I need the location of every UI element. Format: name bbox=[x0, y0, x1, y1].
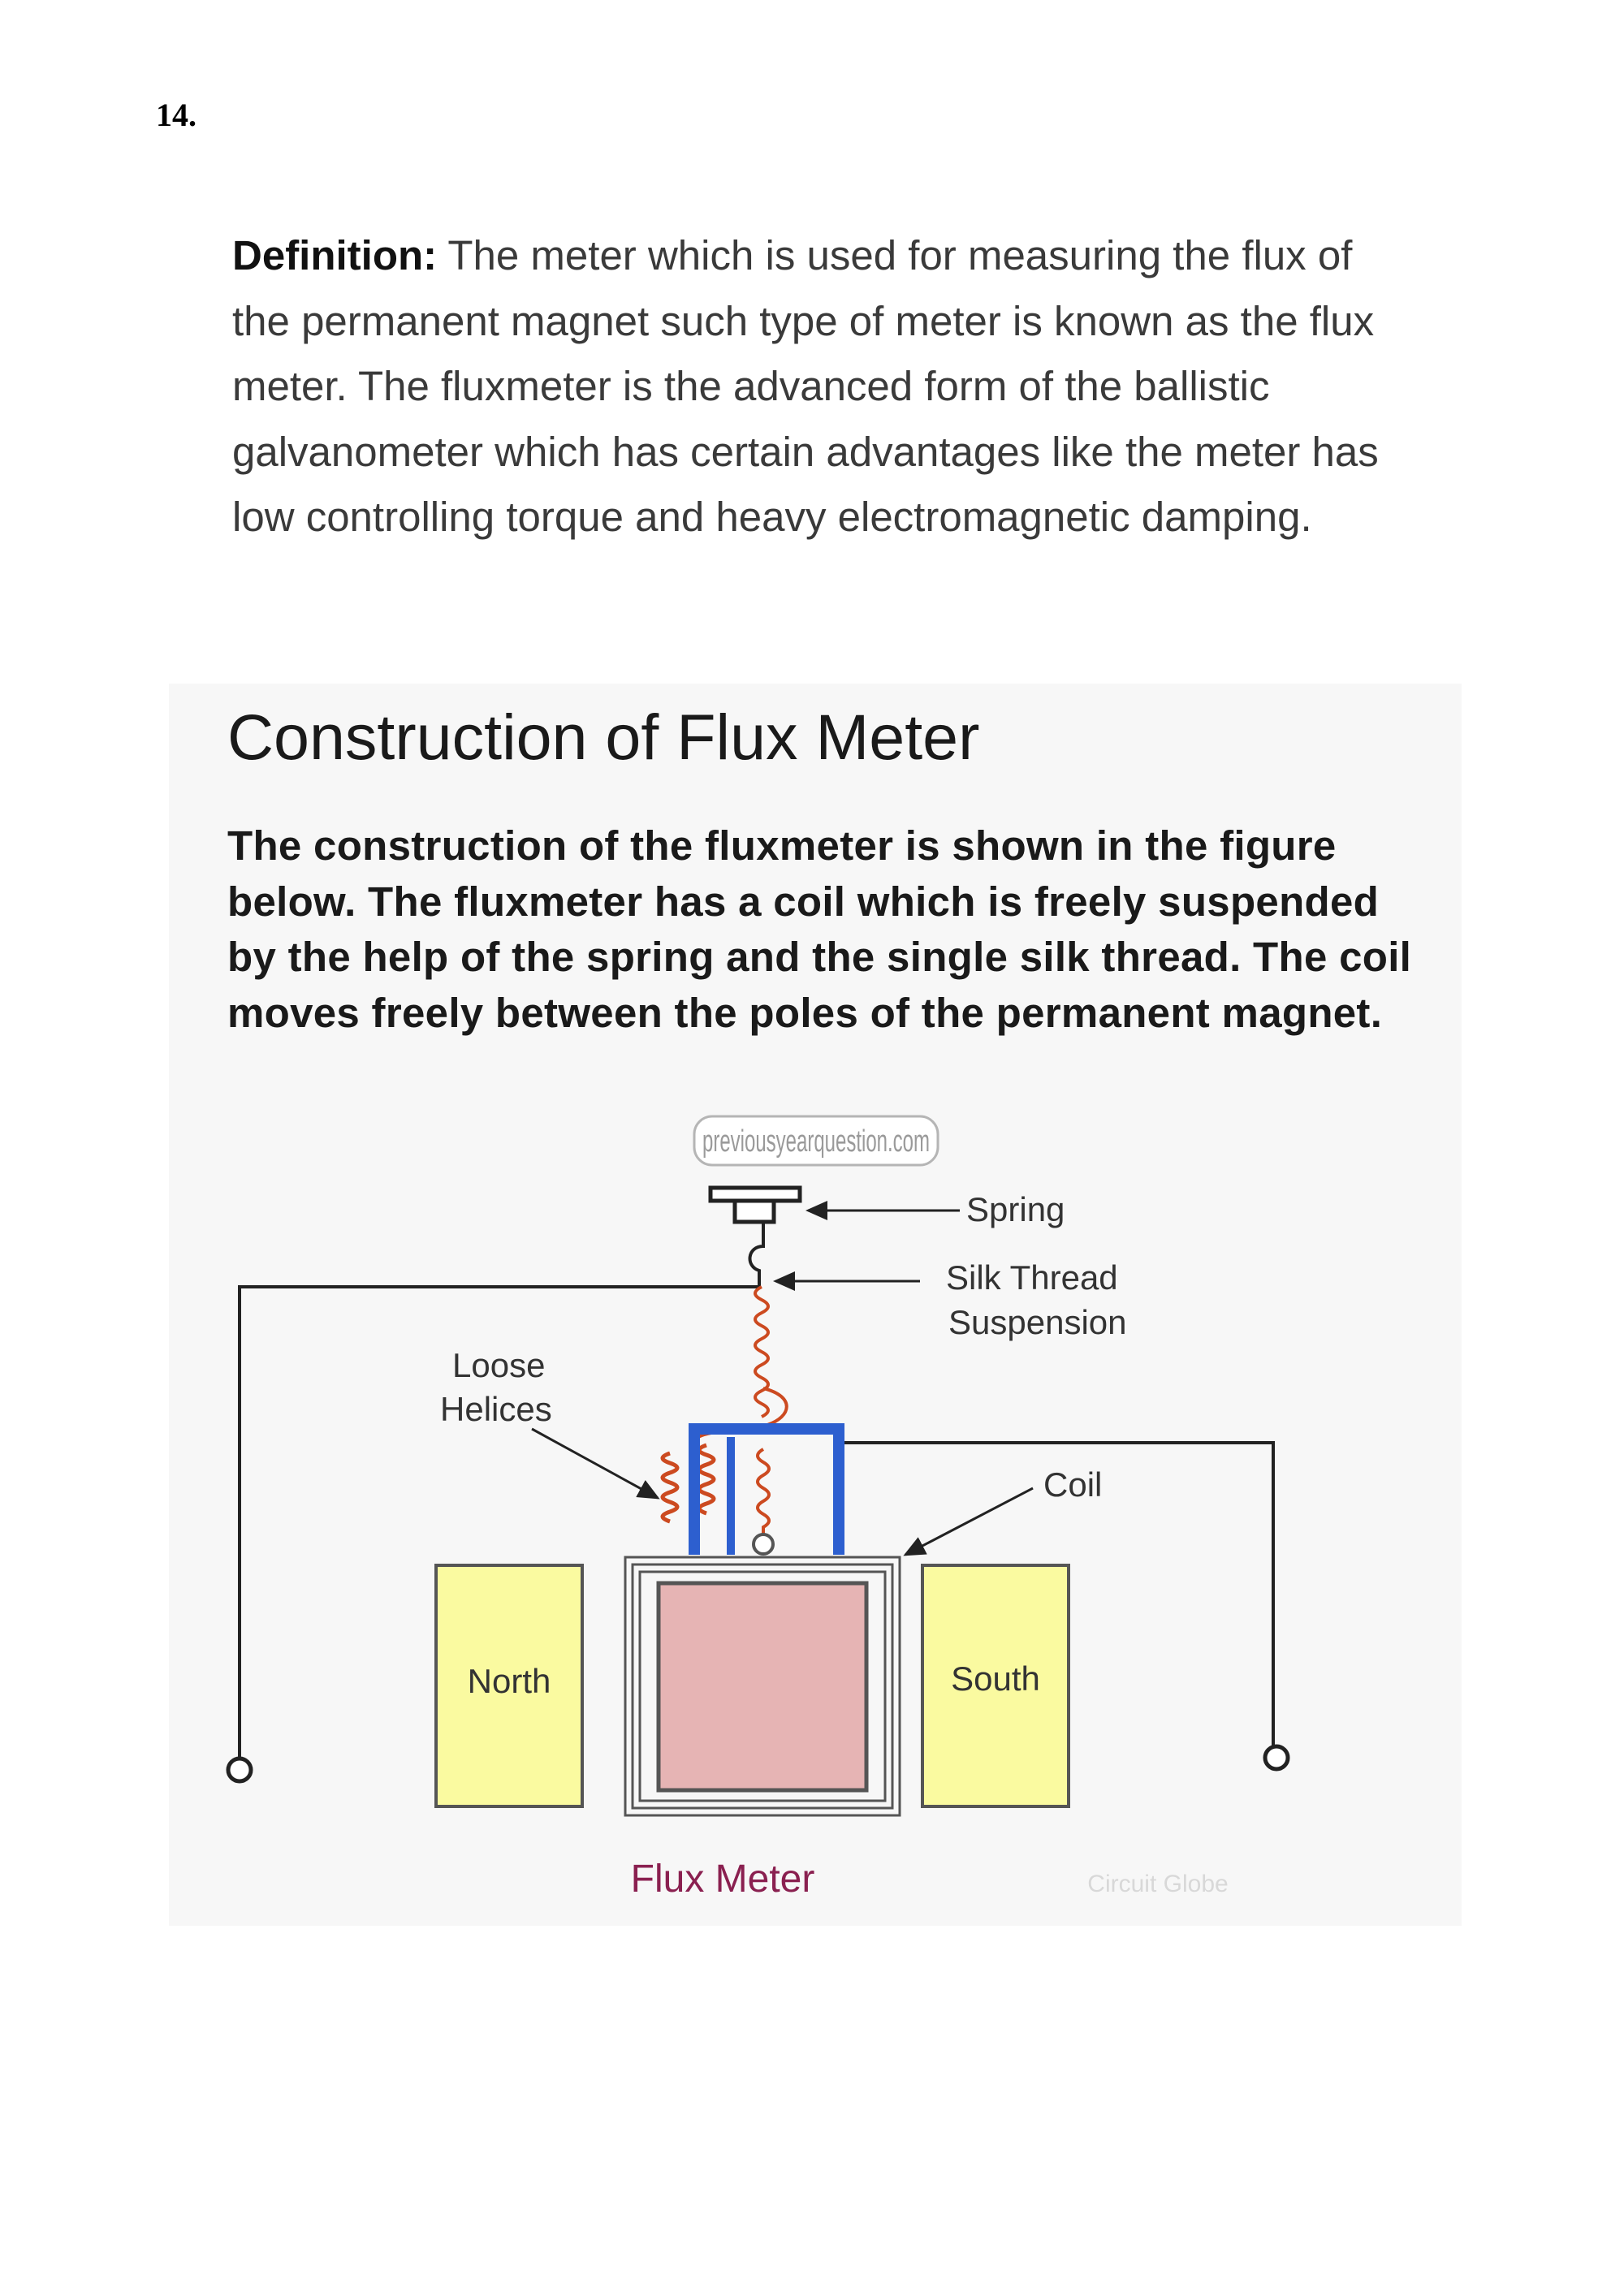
coil-frame bbox=[689, 1423, 844, 1555]
diagram-caption: Flux Meter bbox=[631, 1858, 815, 1901]
silk-thread-label-line2: Suspension bbox=[948, 1303, 1127, 1341]
coil-core bbox=[656, 1581, 869, 1793]
construction-heading: Construction of Flux Meter bbox=[227, 701, 980, 773]
construction-body: The construction of the fluxmeter is sho… bbox=[227, 822, 1412, 1036]
loose-helices-label-line2: Helices bbox=[440, 1390, 552, 1428]
south-magnet bbox=[921, 1564, 1070, 1808]
watermark-text: previousyearquestion.com bbox=[702, 1124, 930, 1159]
coil-label: Coil bbox=[1043, 1465, 1102, 1504]
left-loose-helix-2 bbox=[697, 1443, 716, 1516]
right-terminal bbox=[1263, 1744, 1290, 1772]
loose-helices-label-line1: Loose bbox=[452, 1346, 545, 1384]
silk-thread-label-line1: Silk Thread bbox=[946, 1258, 1118, 1297]
right-terminal-wire bbox=[836, 1441, 1275, 1746]
spring-top-bracket bbox=[708, 1185, 802, 1224]
watermark-badge: previousyearquestion.com bbox=[693, 1115, 939, 1167]
inner-helix bbox=[756, 1448, 771, 1534]
coil-pivot bbox=[752, 1533, 775, 1556]
definition-paragraph: Definition: The meter which is used for … bbox=[232, 223, 1418, 550]
loose-helices-arrow bbox=[531, 1427, 660, 1500]
credit-label: Circuit Globe bbox=[1087, 1871, 1228, 1897]
definition-label: Definition: bbox=[232, 232, 438, 278]
north-label: North bbox=[468, 1662, 551, 1700]
silk-thread-hook bbox=[748, 1222, 765, 1287]
definition-text: The meter which is used for measuring th… bbox=[232, 232, 1379, 540]
coil-housing bbox=[624, 1556, 901, 1817]
north-magnet bbox=[434, 1564, 584, 1808]
left-loose-helix bbox=[660, 1451, 680, 1524]
left-terminal bbox=[226, 1756, 253, 1784]
coil-arrow bbox=[903, 1487, 1034, 1556]
spring-label: Spring bbox=[966, 1190, 1065, 1228]
south-label: South bbox=[951, 1659, 1040, 1698]
left-terminal-wire bbox=[238, 1285, 759, 1758]
suspension-spring bbox=[754, 1285, 770, 1418]
question-number: 14. bbox=[156, 97, 197, 133]
